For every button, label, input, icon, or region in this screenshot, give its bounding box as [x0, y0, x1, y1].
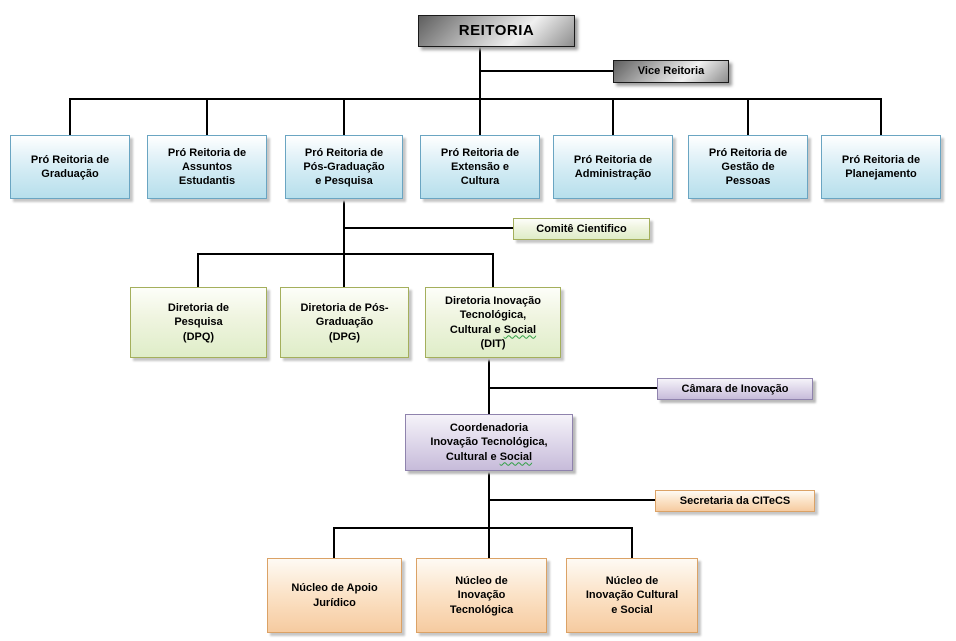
node-nucleo-inovacao-tecnologica: Núcleo de Inovação Tecnológica	[416, 558, 547, 633]
node-label: Comitê Cientifico	[536, 222, 627, 235]
node-diretoria-inovacao-dit: Diretoria Inovação Tecnológica, Cultural…	[425, 287, 561, 358]
node-coordenadoria-citecs: Coordenadoria Inovação Tecnológica, Cult…	[405, 414, 573, 471]
node-label: Diretoria de Pós- Graduação (DPG)	[300, 302, 389, 343]
node-label: Pró Reitoria de Assuntos Estudantis	[167, 146, 247, 188]
spellcheck-underlined-word: Social	[499, 450, 533, 463]
connector-drop-pos-graduacao	[343, 99, 345, 135]
connector-vice-reitoria	[480, 70, 613, 72]
node-label: Pró Reitoria de Graduação	[30, 153, 110, 180]
node-pro-reitoria-planejamento: Pró Reitoria de Planejamento	[821, 135, 941, 199]
node-diretoria-pesquisa-dpq: Diretoria de Pesquisa (DPQ)	[130, 287, 267, 358]
node-nucleo-apoio-juridico: Núcleo de Apoio Jurídico	[267, 558, 402, 633]
node-label: Diretoria Inovação Tecnológica, Cultural…	[445, 294, 541, 351]
node-label: Pró Reitoria de Administração	[573, 153, 653, 180]
node-label: Diretoria de Pesquisa (DPQ)	[167, 302, 230, 343]
connector-drop-graduacao	[69, 99, 71, 135]
connector-pro-reitorias-bus	[69, 98, 882, 100]
connector-drop-dpq	[197, 254, 199, 287]
connector-coordenadoria-trunk	[488, 471, 490, 558]
node-pro-reitoria-extensao-cultura: Pró Reitoria de Extensão e Cultura	[420, 135, 540, 199]
node-label-part: Coordenadoria Inovação Tecnológica, Cult…	[430, 422, 548, 463]
connector-comite-cientifico	[344, 227, 513, 229]
connector-posgrad-trunk	[343, 199, 345, 287]
node-label: Pró Reitoria de Gestão de Pessoas	[708, 146, 788, 188]
spellcheck-underlined-word: Social	[503, 323, 537, 336]
node-label: Núcleo de Inovação Tecnológica	[449, 575, 514, 616]
connector-drop-nucleo-juridico	[333, 528, 335, 558]
node-nucleo-inovacao-cultural-social: Núcleo de Inovação Cultural e Social	[566, 558, 698, 633]
node-label: Câmara de Inovação	[681, 382, 789, 395]
connector-secretaria-citecs	[489, 499, 655, 501]
node-label: Núcleo de Inovação Cultural e Social	[585, 575, 679, 616]
node-pro-reitoria-administracao: Pró Reitoria de Administração	[553, 135, 673, 199]
node-label: Núcleo de Apoio Jurídico	[291, 582, 378, 609]
node-label: Pró Reitoria de Planejamento	[841, 153, 921, 180]
connector-drop-administracao	[612, 99, 614, 135]
connector-drop-dit	[492, 254, 494, 287]
node-label-part: Diretoria Inovação Tecnológica, Cultural…	[445, 294, 541, 336]
connector-drop-assuntos	[206, 99, 208, 135]
connector-drop-planejamento	[880, 99, 882, 135]
connector-drop-gestao	[747, 99, 749, 135]
node-pro-reitoria-assuntos-estudantis: Pró Reitoria de Assuntos Estudantis	[147, 135, 267, 199]
node-label: Pró Reitoria de Extensão e Cultura	[440, 146, 520, 188]
connector-camara-inovacao	[489, 387, 657, 389]
connector-reitoria-trunk	[479, 47, 481, 135]
node-pro-reitoria-gestao-pessoas: Pró Reitoria de Gestão de Pessoas	[688, 135, 808, 199]
node-label: Coordenadoria Inovação Tecnológica, Cult…	[430, 421, 547, 464]
node-vice-reitoria: Vice Reitoria	[613, 60, 729, 83]
node-diretoria-pos-graduacao-dpg: Diretoria de Pós- Graduação (DPG)	[280, 287, 409, 358]
node-pro-reitoria-pos-graduacao-pesquisa: Pró Reitoria de Pós-Graduação e Pesquisa	[285, 135, 403, 199]
node-secretaria-citecs: Secretaria da CITeCS	[655, 490, 815, 512]
connector-drop-nucleo-cultural	[631, 528, 633, 558]
connector-dit-trunk	[488, 358, 490, 414]
connector-diretorias-bus	[197, 253, 494, 255]
node-label: Secretaria da CITeCS	[679, 494, 791, 507]
connector-nucleos-bus	[333, 527, 633, 529]
node-camara-inovacao: Câmara de Inovação	[657, 378, 813, 400]
node-reitoria: REITORIA	[418, 15, 575, 47]
node-label: Pró Reitoria de Pós-Graduação e Pesquisa	[303, 146, 385, 188]
node-reitoria-label: REITORIA	[458, 22, 535, 40]
node-label-part: (DIT)	[480, 337, 506, 350]
node-vice-reitoria-label: Vice Reitoria	[637, 65, 705, 78]
node-comite-cientifico: Comitê Cientifico	[513, 218, 650, 240]
node-pro-reitoria-graduacao: Pró Reitoria de Graduação	[10, 135, 130, 199]
